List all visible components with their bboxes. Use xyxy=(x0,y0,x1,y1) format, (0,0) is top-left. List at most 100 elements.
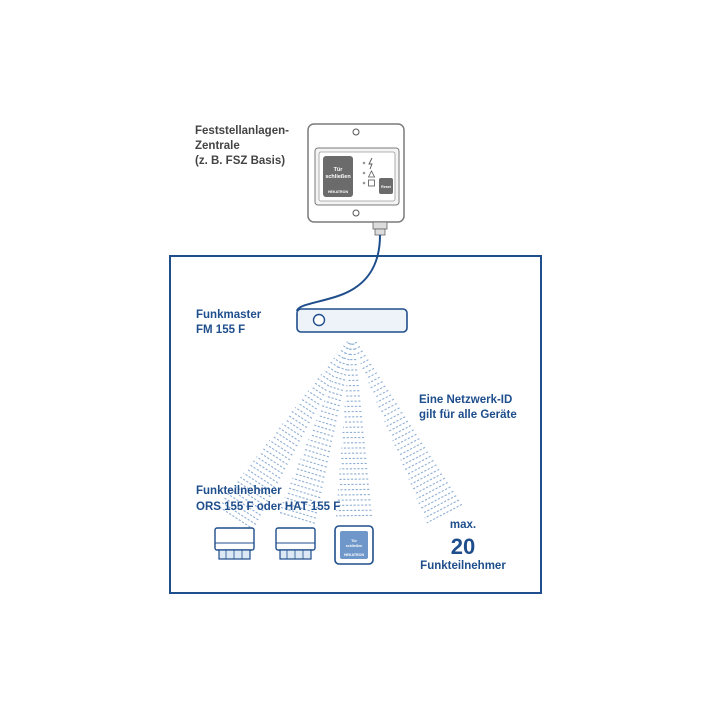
receiver-ors-1 xyxy=(214,527,255,560)
wave-arc xyxy=(362,363,372,370)
receiver-ors-2 xyxy=(275,527,316,560)
funkmaster-label-line1: Funkmaster xyxy=(196,309,262,321)
wave-arc xyxy=(286,492,320,504)
tuer-schliessen-button xyxy=(323,156,353,197)
wave-arc xyxy=(288,415,308,428)
wave-arc xyxy=(227,493,261,516)
wave-arc xyxy=(337,366,348,371)
wave-arc xyxy=(390,425,412,437)
receiver-ors-1-body xyxy=(214,527,255,551)
wave-arc xyxy=(317,378,330,387)
wave-arc xyxy=(392,429,414,442)
wave-arc xyxy=(320,374,332,382)
cable-gland xyxy=(372,221,388,230)
wave-arc xyxy=(294,406,313,419)
wave-arc xyxy=(318,414,337,422)
reset-button xyxy=(379,178,393,194)
wave-arc xyxy=(336,353,344,359)
receiver-ors-2-body xyxy=(275,527,316,551)
wave-arc xyxy=(370,381,383,389)
max-label: max. xyxy=(450,519,476,531)
wave-arc xyxy=(329,385,344,392)
wave-arc xyxy=(269,439,293,456)
wave-arc xyxy=(292,477,323,489)
wave-arc xyxy=(310,434,333,443)
max-number: 20 xyxy=(451,534,475,559)
wave-arc xyxy=(416,482,448,500)
zentrale-label: Feststellanlagen- Zentrale (z. B. FSZ Ba… xyxy=(195,125,289,167)
wave-arc xyxy=(335,371,347,376)
wave-arc xyxy=(319,410,338,417)
wave-arc xyxy=(262,448,288,465)
wave-arc xyxy=(243,472,274,493)
funkmaster-label-line2: FM 155 F xyxy=(196,324,245,336)
wave-arc xyxy=(281,423,303,438)
wave-arc xyxy=(291,411,310,424)
zentrale-label-line2: Zentrale xyxy=(195,140,240,152)
warning-icon xyxy=(367,170,376,178)
wave-arc xyxy=(288,487,321,499)
beam-hat xyxy=(335,343,372,517)
wave-arc xyxy=(296,468,325,478)
wave-arc xyxy=(230,489,264,512)
wave-arc xyxy=(376,394,392,403)
radio-waves xyxy=(217,341,463,530)
wave-arc xyxy=(236,480,269,502)
funkmaster-housing xyxy=(296,308,408,333)
zentrale-brand: HEKATRON xyxy=(328,190,349,194)
wave-arc xyxy=(412,473,443,490)
wave-arc xyxy=(358,354,366,360)
wave-arc xyxy=(259,452,286,470)
beam-ors-2 xyxy=(278,342,353,524)
wave-arc xyxy=(327,390,342,397)
wave-arc xyxy=(414,477,446,495)
wave-arc xyxy=(275,431,298,447)
wave-arc xyxy=(360,359,369,365)
wave-arc xyxy=(404,455,431,471)
wave-arc xyxy=(380,403,397,413)
wave-arc xyxy=(384,411,403,423)
led-power xyxy=(362,161,366,165)
network-frame xyxy=(169,255,542,594)
wave-arc xyxy=(366,372,378,379)
wave-arc xyxy=(314,424,335,432)
screw-icon-bottom xyxy=(352,209,360,217)
wave-arc xyxy=(233,485,266,507)
cable-gland-nut xyxy=(374,228,386,236)
wave-arc xyxy=(280,506,317,519)
wave-arc xyxy=(290,482,322,494)
wave-arc xyxy=(339,361,349,366)
max-funkteilnehmer-label: Funkteilnehmer xyxy=(420,560,506,572)
wave-arc xyxy=(278,511,315,524)
wave-arc xyxy=(386,416,406,427)
wave-arc xyxy=(217,505,254,530)
led-warning xyxy=(362,171,366,175)
wave-arc xyxy=(347,342,353,346)
funkmaster-device xyxy=(296,308,408,333)
wave-arc xyxy=(333,357,342,364)
wave-arc xyxy=(321,405,339,412)
wave-arc xyxy=(304,448,330,458)
wave-arc xyxy=(285,419,305,433)
wave-arc xyxy=(368,376,380,384)
wave-arc xyxy=(298,463,326,473)
wave-arc xyxy=(272,435,296,452)
wave-arc xyxy=(372,385,386,394)
door-icon xyxy=(368,179,375,187)
wave-arc xyxy=(330,361,339,368)
wave-arc xyxy=(301,398,318,410)
wave-arc xyxy=(356,350,363,355)
funkteilnehmer-label-line2: ORS 155 F oder HAT 155 F xyxy=(196,501,340,513)
wave-arc xyxy=(408,464,437,480)
zentrale-device: Tür schließen HEKATRON Reset xyxy=(307,123,405,236)
connection-cable xyxy=(296,234,381,312)
netzwerk-id-line2: gilt für alle Geräte xyxy=(419,409,517,421)
wave-arc xyxy=(333,376,346,381)
wave-arc xyxy=(323,400,340,407)
wave-arc xyxy=(396,438,420,452)
wave-arc xyxy=(284,497,319,509)
wave-arc xyxy=(331,381,345,386)
wave-arc xyxy=(252,460,281,479)
wave-arc xyxy=(312,429,334,437)
wave-arc xyxy=(426,503,463,524)
